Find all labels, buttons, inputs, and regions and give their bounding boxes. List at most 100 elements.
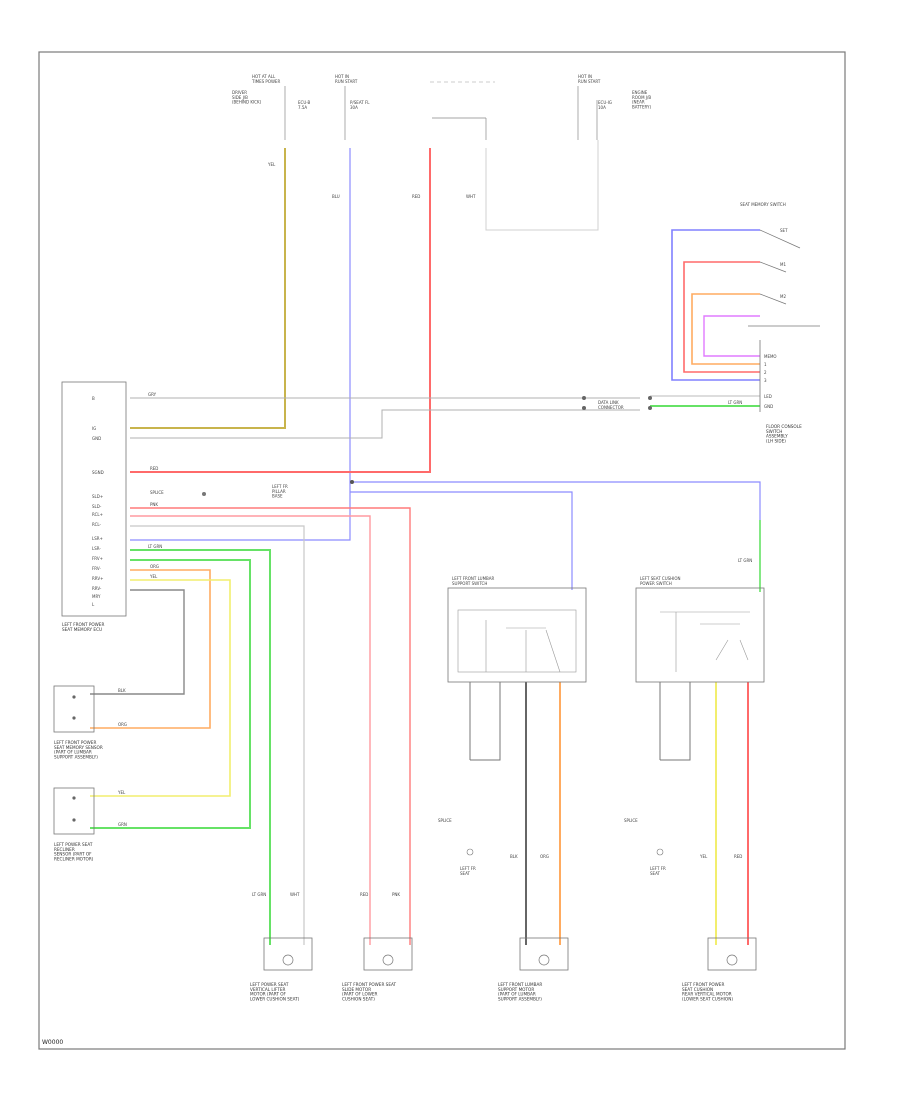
ecu-pin-gnd: GND: [92, 436, 101, 441]
ecu-wire-org: ORG: [150, 564, 159, 569]
footer-code: W0000: [42, 1039, 63, 1046]
rear-sensor-wire-org: ORG: [118, 722, 127, 727]
ecu-pin-mry: MRY: [92, 594, 101, 599]
wire-wht-label: WHT: [466, 194, 476, 199]
ecu-box: [61, 381, 127, 617]
wire-gry-e: [90, 589, 185, 695]
motor1-wire-ltgrn: LT GRN: [252, 892, 266, 897]
ecu-pin-rrv-minus: RRV-: [92, 586, 102, 591]
wire-lumbar-gnd2: [470, 682, 501, 761]
wires: [90, 140, 761, 945]
ecu-pin-frv-plus: FRV+: [92, 556, 103, 561]
memory-switch-pin-4: 3: [764, 378, 767, 383]
memory-switch-pin-6: GND: [764, 404, 773, 409]
wire-grn-2: [90, 559, 251, 829]
memory-switch-pin-1: MEMO: [764, 354, 777, 359]
memory-switch-pin-2: 1: [764, 362, 767, 367]
wire-ms-red: [683, 261, 760, 373]
ecu-pin-frv-minus: FRV-: [92, 566, 101, 571]
memory-switch-label-1: SET: [780, 228, 788, 233]
wire-blu-lumbar: [350, 491, 573, 590]
wire-blu-main: [130, 148, 351, 541]
ecu-pin-b: B: [92, 396, 95, 401]
ecu-pin-lsr-plus: LSR+: [92, 536, 103, 541]
memory-switch-label-3: M2: [780, 294, 786, 299]
ecu-wire-yel: YEL: [149, 574, 158, 579]
ecu-pin-rcl-plus: RCL+: [92, 512, 103, 517]
power-seat-wire-ltgrn: LT GRN: [738, 558, 752, 563]
lumbar-wire-blk: BLK: [510, 854, 518, 859]
lumbar-wire-org: ORG: [540, 854, 549, 859]
ecu-pin-rrv-plus: RRV+: [92, 576, 103, 581]
wire-red-main: [130, 148, 431, 473]
memory-switch-pin-3: 2: [764, 370, 767, 375]
recliner-wire-yel: YEL: [117, 790, 126, 795]
power-seat-memory-ecu: B IG GND SGND SLD+ SLD- RCL+ RCL- LSR+ L…: [61, 381, 354, 632]
power-seat-splice: SPLICE: [624, 818, 638, 823]
memory-switch-pin-5: LED: [764, 394, 772, 399]
data-link-wire-label: LT GRN: [728, 400, 742, 405]
ecu-pin-sld-plus: SLD+: [92, 494, 103, 499]
wire-gry-top: [485, 140, 599, 231]
ecu-splice-label: SPLICE: [150, 490, 164, 495]
ecu-pin-rcl-minus: RCL-: [92, 522, 102, 527]
ecu-pin-sld-minus: SLD-: [92, 504, 102, 509]
wire-ms-blu: [671, 229, 760, 381]
wire-pnk-1: [130, 507, 411, 945]
power-seat-wire-yel: YEL: [699, 854, 708, 859]
wire-ps-gnd2: [660, 682, 691, 761]
ecu-pin-lsr-minus: LSR-: [92, 546, 101, 551]
seat-memory-switch: SEAT MEMORY SWITCH SET M1 M2 MEMO 1 2 3 …: [740, 202, 820, 443]
memory-switch-label-2: M1: [780, 262, 786, 267]
wire-grn-1: [130, 549, 271, 945]
ecu-pin-ig: IG: [92, 426, 96, 431]
motor1-wire-wht: WHT: [290, 892, 300, 897]
recliner-wire-grn: GRN: [118, 822, 127, 827]
lumbar-splice: SPLICE: [438, 818, 452, 823]
ecu-wire-red: RED: [150, 466, 158, 471]
power-seat-wire-red: RED: [734, 854, 742, 859]
wire-ms-org: [691, 293, 760, 365]
wire-blu-label: BLU: [332, 194, 340, 199]
motor2-wire-pnk: PNK: [392, 892, 400, 897]
diagram-frame: [38, 51, 846, 1050]
ecu-pin-sgnd: SGND: [92, 470, 104, 475]
ecu-wire-pnk: PNK: [150, 502, 158, 507]
wire-red-label: RED: [412, 194, 420, 199]
wire-pnk-2: [130, 515, 371, 945]
ecu-pin-l: L: [92, 602, 95, 607]
ecu-wire-gry: GRY: [148, 392, 157, 397]
motor2-wire-red: RED: [360, 892, 368, 897]
ecu-wire-ltgrn: LT GRN: [148, 544, 162, 549]
